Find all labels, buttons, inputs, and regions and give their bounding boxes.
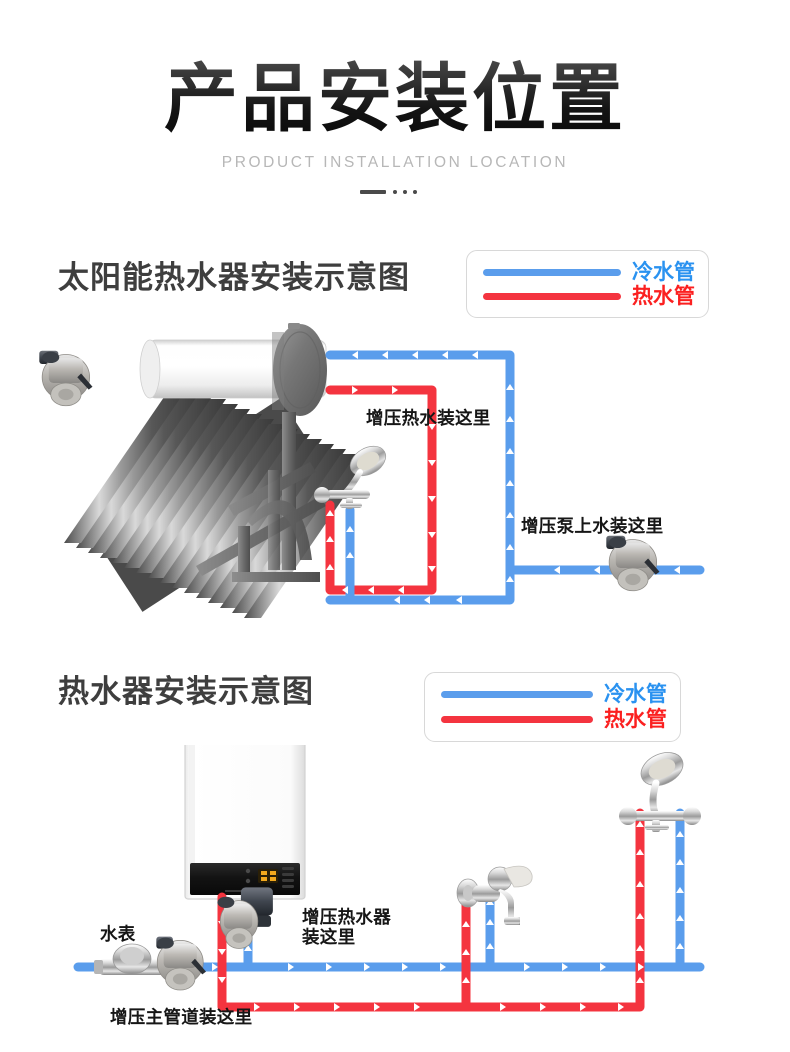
led-display [261, 871, 276, 881]
section-1-title: 太阳能热水器安装示意图 [58, 260, 410, 296]
heater-booster-pump-label: 增压热水器 装这里 [302, 908, 391, 948]
flow-arrows [326, 351, 680, 604]
solar-tank [139, 323, 327, 416]
page-subtitle: PRODUCT INSTALLATION LOCATION [221, 154, 569, 171]
hot-water-booster-pump-label: 增压热水装这里 [366, 409, 491, 429]
wall-faucet [456, 865, 533, 925]
booster-pump-main [156, 936, 206, 991]
hot-pipe-legend-label: 热水管 [604, 707, 667, 731]
page-header: 产品安装位置 PRODUCT INSTALLATION LOCATION [0, 0, 790, 198]
booster-pump-heater [217, 887, 273, 949]
gas-wall-hung-water-heater [184, 745, 306, 900]
legend-row-cold: 冷水管 [483, 260, 695, 284]
booster-pump-hot [39, 350, 93, 407]
shower-mixer-2 [619, 752, 701, 832]
legend-row-hot: 热水管 [441, 707, 667, 732]
cold-pipe-swatch [441, 691, 593, 698]
feed-booster-pump-label: 增压泵上水装这里 [521, 517, 664, 537]
solar-heater-diagram [0, 320, 790, 630]
hot-pipe-swatch [483, 292, 621, 300]
legend-row-cold: 冷水管 [441, 682, 667, 707]
legend-row-hot: 热水管 [483, 284, 695, 308]
gas-heater-diagram [0, 745, 790, 1050]
section-1-legend: 冷水管 热水管 [466, 250, 709, 318]
page-title: 产品安装位置 [0, 0, 790, 140]
section-2-legend: 冷水管 热水管 [424, 672, 681, 742]
hot-pipe-swatch [441, 716, 593, 723]
dash-dots-divider-icon [360, 186, 430, 198]
cold-pipe-legend-label: 冷水管 [604, 682, 667, 706]
booster-pump-feed [606, 535, 660, 592]
hot-pipe-legend-label: 热水管 [632, 283, 695, 308]
water-meter-label: 水表 [100, 925, 136, 945]
shower-mixer-1 [314, 445, 387, 509]
cold-pipe-legend-label: 冷水管 [632, 259, 695, 284]
cold-pipe-swatch [483, 268, 621, 276]
main-pipe-booster-pump-label: 增压主管道装这里 [110, 1008, 253, 1028]
solar-frame-stand [196, 412, 326, 582]
section-2-title: 热水器安装示意图 [58, 674, 314, 710]
